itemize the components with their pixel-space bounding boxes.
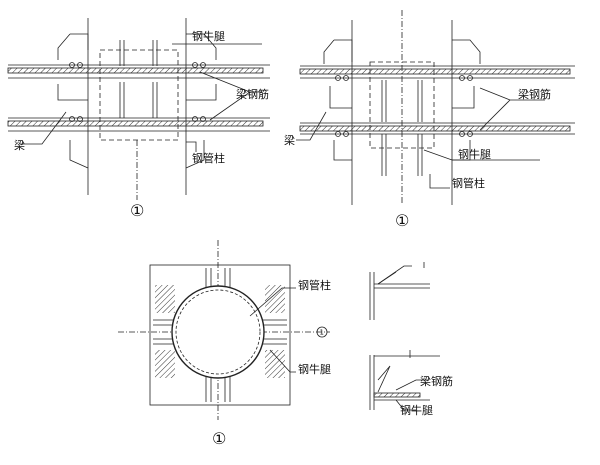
label-beam: 梁: [284, 133, 295, 147]
leader-beam: [296, 111, 327, 141]
rebar-dot: [69, 116, 75, 122]
haunch-right-top: [452, 39, 481, 64]
section-marker: ①: [212, 429, 226, 448]
view-top-right: [296, 10, 575, 205]
section-marker: ①: [395, 211, 409, 230]
label-steel-tube-column: 钢管柱: [452, 176, 485, 190]
label-steel-corbel: 钢牛腿: [458, 147, 491, 161]
haunch-right-mid: [186, 84, 217, 101]
haunch-left-mid: [329, 86, 352, 109]
top-rebar-hatch: [7, 67, 264, 74]
detail-weld: [377, 271, 397, 285]
detail-rebar-hatch: [373, 392, 421, 398]
view-top-left: [7, 18, 270, 200]
plan-hatch: [265, 285, 285, 313]
plan-outer-square: [149, 264, 291, 406]
rebar-dot: [77, 62, 83, 68]
rebar-dot: [335, 75, 341, 81]
detail-leader-rebar: [395, 379, 428, 391]
detail-leader: [377, 265, 412, 285]
haunch-right-bottom: [185, 140, 205, 169]
rebar-dot: [343, 75, 349, 81]
rebar-dot: [192, 116, 198, 122]
leader-rebar-2: [199, 71, 251, 93]
leader-corbel: [423, 149, 540, 161]
label-steel-tube-column: 钢管柱: [192, 151, 225, 165]
plan-hatch: [155, 285, 175, 313]
haunch-left-bottom: [333, 140, 352, 161]
label-steel-corbel: 钢牛腿: [298, 362, 331, 376]
rebar-dot: [459, 75, 465, 81]
rebar-dot: [200, 116, 206, 122]
view-detail: [369, 262, 440, 411]
rebar-dot: [69, 62, 75, 68]
haunch-left-top: [70, 33, 89, 50]
rebar-dot: [343, 131, 349, 137]
top-rebar-hatch: [299, 68, 571, 75]
plan-hatch: [155, 350, 175, 378]
leader-corbel: [269, 349, 296, 373]
label-steel-corbel: 钢牛腿: [400, 403, 433, 417]
leader-rebar-2: [479, 99, 511, 131]
haunch-right-top: [186, 33, 217, 60]
haunch-left-top: [323, 39, 335, 64]
detail-haunch: [377, 365, 391, 393]
rebar-dot: [192, 62, 198, 68]
haunch-left-top: [57, 33, 71, 60]
rebar-dot: [467, 131, 473, 137]
haunch-right-mid: [452, 86, 475, 109]
label-beam-rebar: 梁钢筋: [420, 374, 453, 388]
label-steel-corbel: 钢牛腿: [192, 29, 225, 43]
haunch-left-top: [334, 39, 353, 62]
steel-tube-circle: [171, 285, 265, 379]
rebar-dot: [200, 62, 206, 68]
detail-leader-corbel: [395, 399, 416, 411]
plan-hatch: [265, 350, 285, 378]
corbel-outline: [99, 49, 179, 141]
axis-number: 1: [320, 329, 324, 337]
bottom-rebar-hatch: [299, 125, 571, 132]
steel-tube-inner: [175, 289, 261, 375]
axis-bubble: [316, 326, 328, 338]
rebar-dot: [467, 75, 473, 81]
rebar-dot: [335, 131, 341, 137]
haunch-left-mid: [57, 84, 88, 101]
haunch-left-bottom: [69, 140, 89, 169]
label-beam-rebar: 梁钢筋: [236, 87, 269, 101]
label-steel-tube-column: 钢管柱: [298, 278, 331, 292]
leader-beam: [20, 111, 67, 145]
rebar-dot: [459, 131, 465, 137]
leader-column: [429, 174, 450, 189]
leader-column: [186, 141, 197, 152]
bottom-rebar-hatch: [7, 120, 264, 127]
rebar-dot: [77, 116, 83, 122]
section-marker: ①: [130, 201, 144, 220]
label-beam-rebar: 梁钢筋: [518, 87, 551, 101]
view-plan: [118, 240, 330, 420]
label-beam: 梁: [14, 138, 25, 152]
corbel-outline: [369, 61, 435, 149]
leader-column: [249, 287, 296, 317]
